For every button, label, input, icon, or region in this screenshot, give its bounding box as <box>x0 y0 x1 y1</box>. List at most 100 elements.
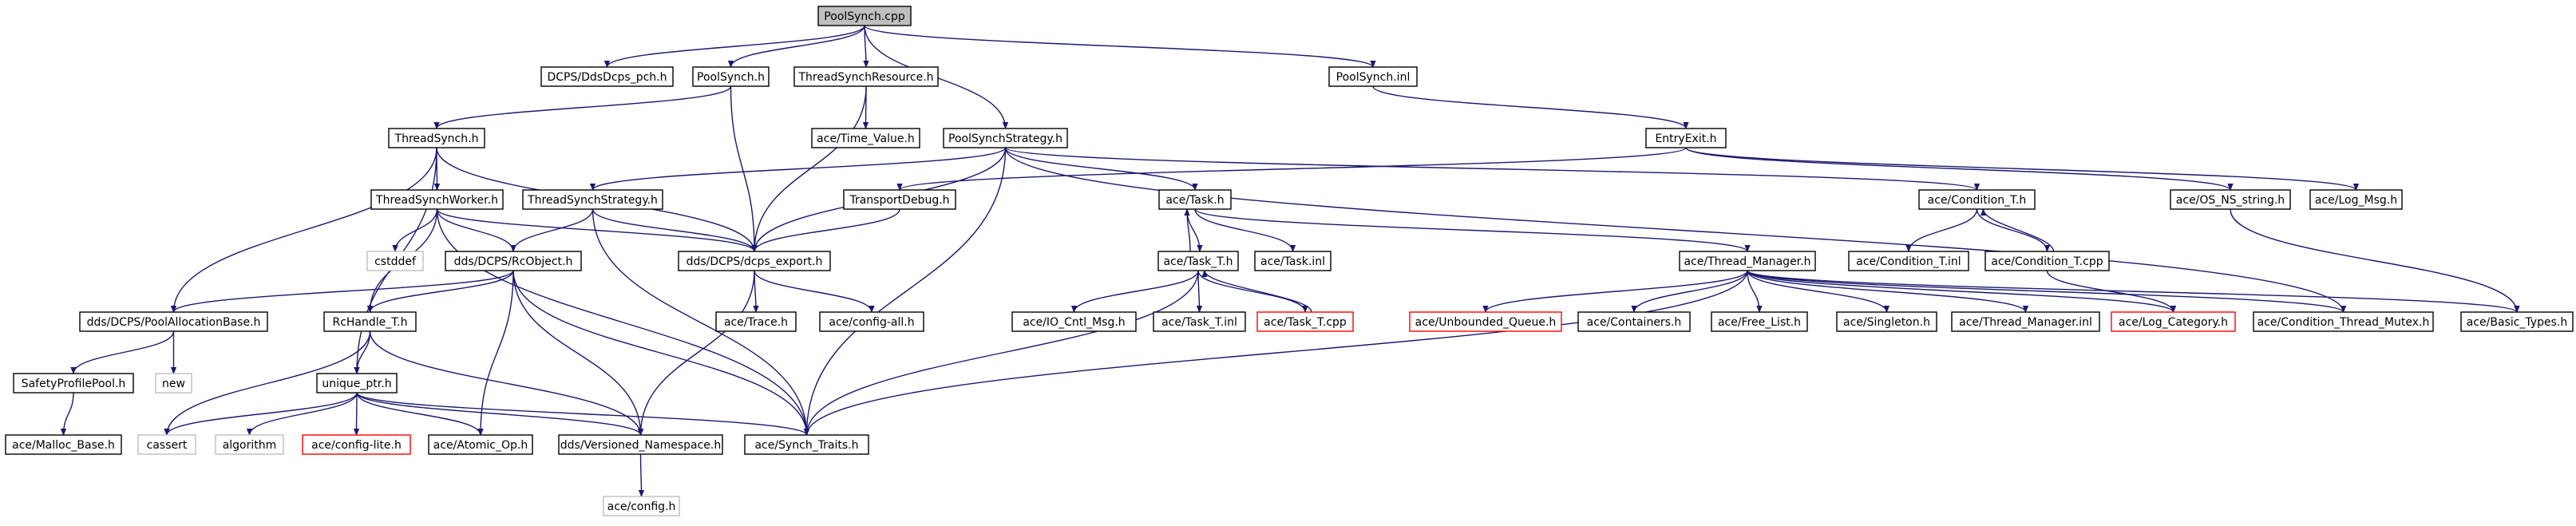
node-box <box>744 434 869 455</box>
node-tasktcpp[interactable]: ace/Task_T.cpp <box>1256 311 1354 332</box>
node-taskinl[interactable]: ace/Task.inl <box>1254 251 1332 271</box>
edge-pss-to-acetask <box>1004 147 1196 191</box>
node-label: dds/DCPS/RcObject.h <box>454 255 573 268</box>
node-box <box>522 189 663 210</box>
edge-osns-to-bt <box>2230 208 2517 312</box>
node-box <box>603 496 680 516</box>
node-label: dds/DCPS/PoolAllocationBase.h <box>87 316 261 329</box>
node-box <box>1711 311 1808 332</box>
node-taskT[interactable]: ace/Task_T.h <box>1157 251 1239 271</box>
node-bt[interactable]: ace/Basic_Types.h <box>2460 311 2574 332</box>
node-box <box>370 189 504 210</box>
node-cfgall[interactable]: ace/config-all.h <box>819 311 924 332</box>
edge-tm-to-st <box>807 270 1748 435</box>
node-box <box>79 311 268 332</box>
node-label: dds/DCPS/dcps_export.h <box>687 255 823 268</box>
edge-root-to-psh <box>731 25 865 68</box>
node-tv[interactable]: ace/Time_Value.h <box>811 128 920 148</box>
edge-uptr-to-vns <box>356 392 641 436</box>
node-uptr[interactable]: unique_ptr.h <box>316 373 398 394</box>
node-sing[interactable]: ace/Singleton.h <box>1836 311 1937 332</box>
edge-taskT-to-tasktinl <box>1198 270 1200 312</box>
node-dexp[interactable]: dds/DCPS/dcps_export.h <box>678 251 831 271</box>
node-condinl[interactable]: ace/Condition_T.inl <box>1848 251 1969 271</box>
node-st[interactable]: ace/Synch_Traits.h <box>744 434 869 455</box>
node-box <box>155 373 192 394</box>
node-psinl[interactable]: PoolSynch.inl <box>1328 66 1418 87</box>
node-pab[interactable]: dds/DCPS/PoolAllocationBase.h <box>79 311 268 332</box>
node-cond[interactable]: ace/Condition_T.h <box>1918 189 2036 210</box>
node-tasktinl[interactable]: ace/Task_T.inl <box>1153 311 1246 332</box>
node-new: new <box>155 373 192 394</box>
node-label: PoolSynch.inl <box>1336 71 1411 84</box>
edge-pab-to-spp <box>73 330 175 374</box>
node-box <box>1153 311 1246 332</box>
edge-uptr-to-cfglite <box>357 392 358 435</box>
node-label: ace/Task.h <box>1165 194 1224 207</box>
edge-psh-to-dexp <box>730 85 755 251</box>
node-malloc[interactable]: ace/Malloc_Base.h <box>5 434 122 455</box>
node-rch[interactable]: RcHandle_T.h <box>323 311 417 332</box>
node-label: ace/Containers.h <box>1587 316 1682 329</box>
node-box <box>316 373 398 394</box>
node-pch[interactable]: DCPS/DdsDcps_pch.h <box>540 66 674 87</box>
node-label: ace/Condition_Thread_Mutex.h <box>2257 316 2430 329</box>
node-tss[interactable]: ThreadSynchStrategy.h <box>522 189 663 210</box>
node-condcpp[interactable]: ace/Condition_T.cpp <box>1984 251 2110 271</box>
node-box <box>2111 311 2236 332</box>
node-tsw[interactable]: ThreadSynchWorker.h <box>370 189 504 210</box>
node-logmsg[interactable]: ace/Log_Msg.h <box>2309 189 2403 210</box>
node-box <box>302 434 411 455</box>
node-tm[interactable]: ace/Thread_Manager.h <box>1679 251 1816 271</box>
node-osns[interactable]: ace/OS_NS_string.h <box>2170 189 2291 210</box>
node-pss[interactable]: PoolSynchStrategy.h <box>943 128 1068 148</box>
node-label: ace/Synch_Traits.h <box>754 439 858 452</box>
node-label: algorithm <box>223 439 277 452</box>
node-ee[interactable]: EntryExit.h <box>1645 128 1727 148</box>
node-psh[interactable]: PoolSynch.h <box>692 66 770 87</box>
node-atomic[interactable]: ace/Atomic_Op.h <box>428 434 533 455</box>
node-box <box>943 128 1068 148</box>
edge-spp-to-malloc <box>64 392 74 435</box>
edge-vns-to-config <box>641 453 642 496</box>
node-acetask[interactable]: ace/Task.h <box>1158 189 1232 210</box>
node-vns[interactable]: dds/Versioned_Namespace.h <box>558 434 723 455</box>
node-cfglite[interactable]: ace/config-lite.h <box>302 434 411 455</box>
node-iocntl[interactable]: ace/IO_Cntl_Msg.h <box>1011 311 1137 332</box>
node-trace[interactable]: ace/Trace.h <box>715 311 797 332</box>
node-box <box>1256 311 1354 332</box>
node-tsr[interactable]: ThreadSynchResource.h <box>793 66 939 87</box>
edge-rch-to-vns <box>369 330 641 435</box>
node-rco[interactable]: dds/DCPS/RcObject.h <box>445 251 582 271</box>
node-td[interactable]: TransportDebug.h <box>843 189 956 210</box>
node-box <box>1645 128 1727 148</box>
node-label: SafetyProfilePool.h <box>22 378 126 390</box>
node-ctm[interactable]: ace/Condition_Thread_Mutex.h <box>2253 311 2434 332</box>
edge-cond-to-condinl <box>1909 208 1978 252</box>
edge-rco-to-pab <box>174 270 514 313</box>
edge-ee-to-logmsg <box>1685 147 2356 191</box>
edge-dexp-to-vns <box>641 270 755 435</box>
node-label: ace/config-all.h <box>829 316 914 329</box>
node-label: ThreadSynchWorker.h <box>375 194 498 207</box>
node-tminl[interactable]: ace/Thread_Manager.inl <box>1951 311 2100 332</box>
node-ts[interactable]: ThreadSynch.h <box>388 128 485 148</box>
edge-pss-to-cond <box>1004 147 1977 191</box>
node-label: ace/config-lite.h <box>311 439 402 452</box>
node-spp[interactable]: SafetyProfilePool.h <box>13 373 134 394</box>
edge-pss-to-ctm <box>1004 147 2344 312</box>
node-uq[interactable]: ace/Unbounded_Queue.h <box>1409 311 1562 332</box>
edge-tm-to-ctm <box>1747 270 2344 313</box>
edge-pss-to-tss <box>593 147 1007 191</box>
node-label: ace/Unbounded_Queue.h <box>1415 316 1557 329</box>
node-label: cassert <box>147 439 188 452</box>
node-label: ace/Singleton.h <box>1843 316 1930 329</box>
node-fl[interactable]: ace/Free_List.h <box>1711 311 1808 332</box>
edge-tm-to-tminl <box>1747 270 2026 313</box>
edge-taskT-to-tasktcpp <box>1197 270 1305 313</box>
node-cont[interactable]: ace/Containers.h <box>1577 311 1691 332</box>
edge-tss-to-dexp <box>592 208 755 252</box>
node-root[interactable]: PoolSynch.cpp <box>817 6 912 26</box>
node-logcat[interactable]: ace/Log_Category.h <box>2111 311 2236 332</box>
edge-taskT-to-st <box>807 270 1199 435</box>
